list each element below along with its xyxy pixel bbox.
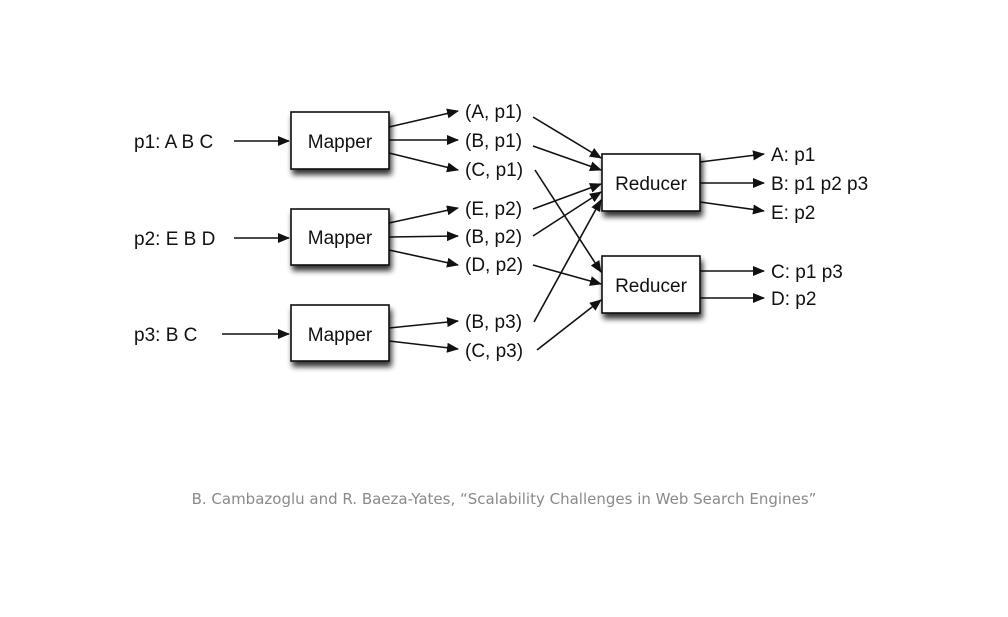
input-p2: p2: E B D [134,229,215,250]
edge-bp1-r1 [532,145,602,172]
edge-bp3-r1 [533,199,602,323]
edge-m2-bp2 [388,231,459,242]
input-p3: p3: B C [134,325,197,346]
pair-b-p2: (B, p2) [465,227,522,248]
reducer-label: Reducer [615,174,687,195]
pair-a-p1: (A, p1) [465,102,522,123]
mapper-box-3: Mapper [290,304,390,362]
edge-m2-dp2 [388,249,459,268]
pair-c-p3: (C, p3) [465,341,523,362]
pair-b-p1: (B, p1) [465,131,522,152]
edge-ap1-r1 [532,116,602,159]
edge-cp3-r2 [536,299,602,351]
reducer-box-2: Reducer [601,255,701,314]
edge-cp1-r2 [534,169,602,273]
mapper-box-1: Mapper [290,111,390,170]
mapper-label: Mapper [308,325,373,346]
edge-ep2-r1 [532,183,602,210]
edge-m1-ap1 [388,108,459,128]
output-a: A: p1 [771,145,815,166]
pair-c-p1: (C, p1) [465,160,523,181]
input-p1: p1: A B C [134,132,213,153]
pair-e-p2: (E, p2) [465,199,522,220]
reducer-label: Reducer [615,276,687,297]
edge-dp2-r2 [532,264,602,286]
edge-m1-cp1 [388,152,459,173]
mapper-label: Mapper [308,228,373,249]
output-b: B: p1 p2 p3 [771,174,868,195]
edge-m3-cp3 [388,340,459,353]
edge-r1-oE [699,201,765,215]
pair-b-p3: (B, p3) [465,312,522,333]
citation-caption: B. Cambazoglu and R. Baeza-Yates, “Scala… [191,490,817,508]
mapper-label: Mapper [308,132,373,153]
output-c: C: p1 p3 [771,262,843,283]
output-d: D: p2 [771,289,816,310]
edge-bp2-r1 [532,191,602,237]
reducer-box-1: Reducer [601,153,701,212]
output-e: E: p2 [771,203,815,224]
edge-m3-bp3 [388,317,459,329]
edge-m2-ep2 [388,205,459,224]
mapper-box-2: Mapper [290,208,390,266]
edge-r1-oA [699,150,765,163]
pair-d-p2: (D, p2) [465,255,523,276]
